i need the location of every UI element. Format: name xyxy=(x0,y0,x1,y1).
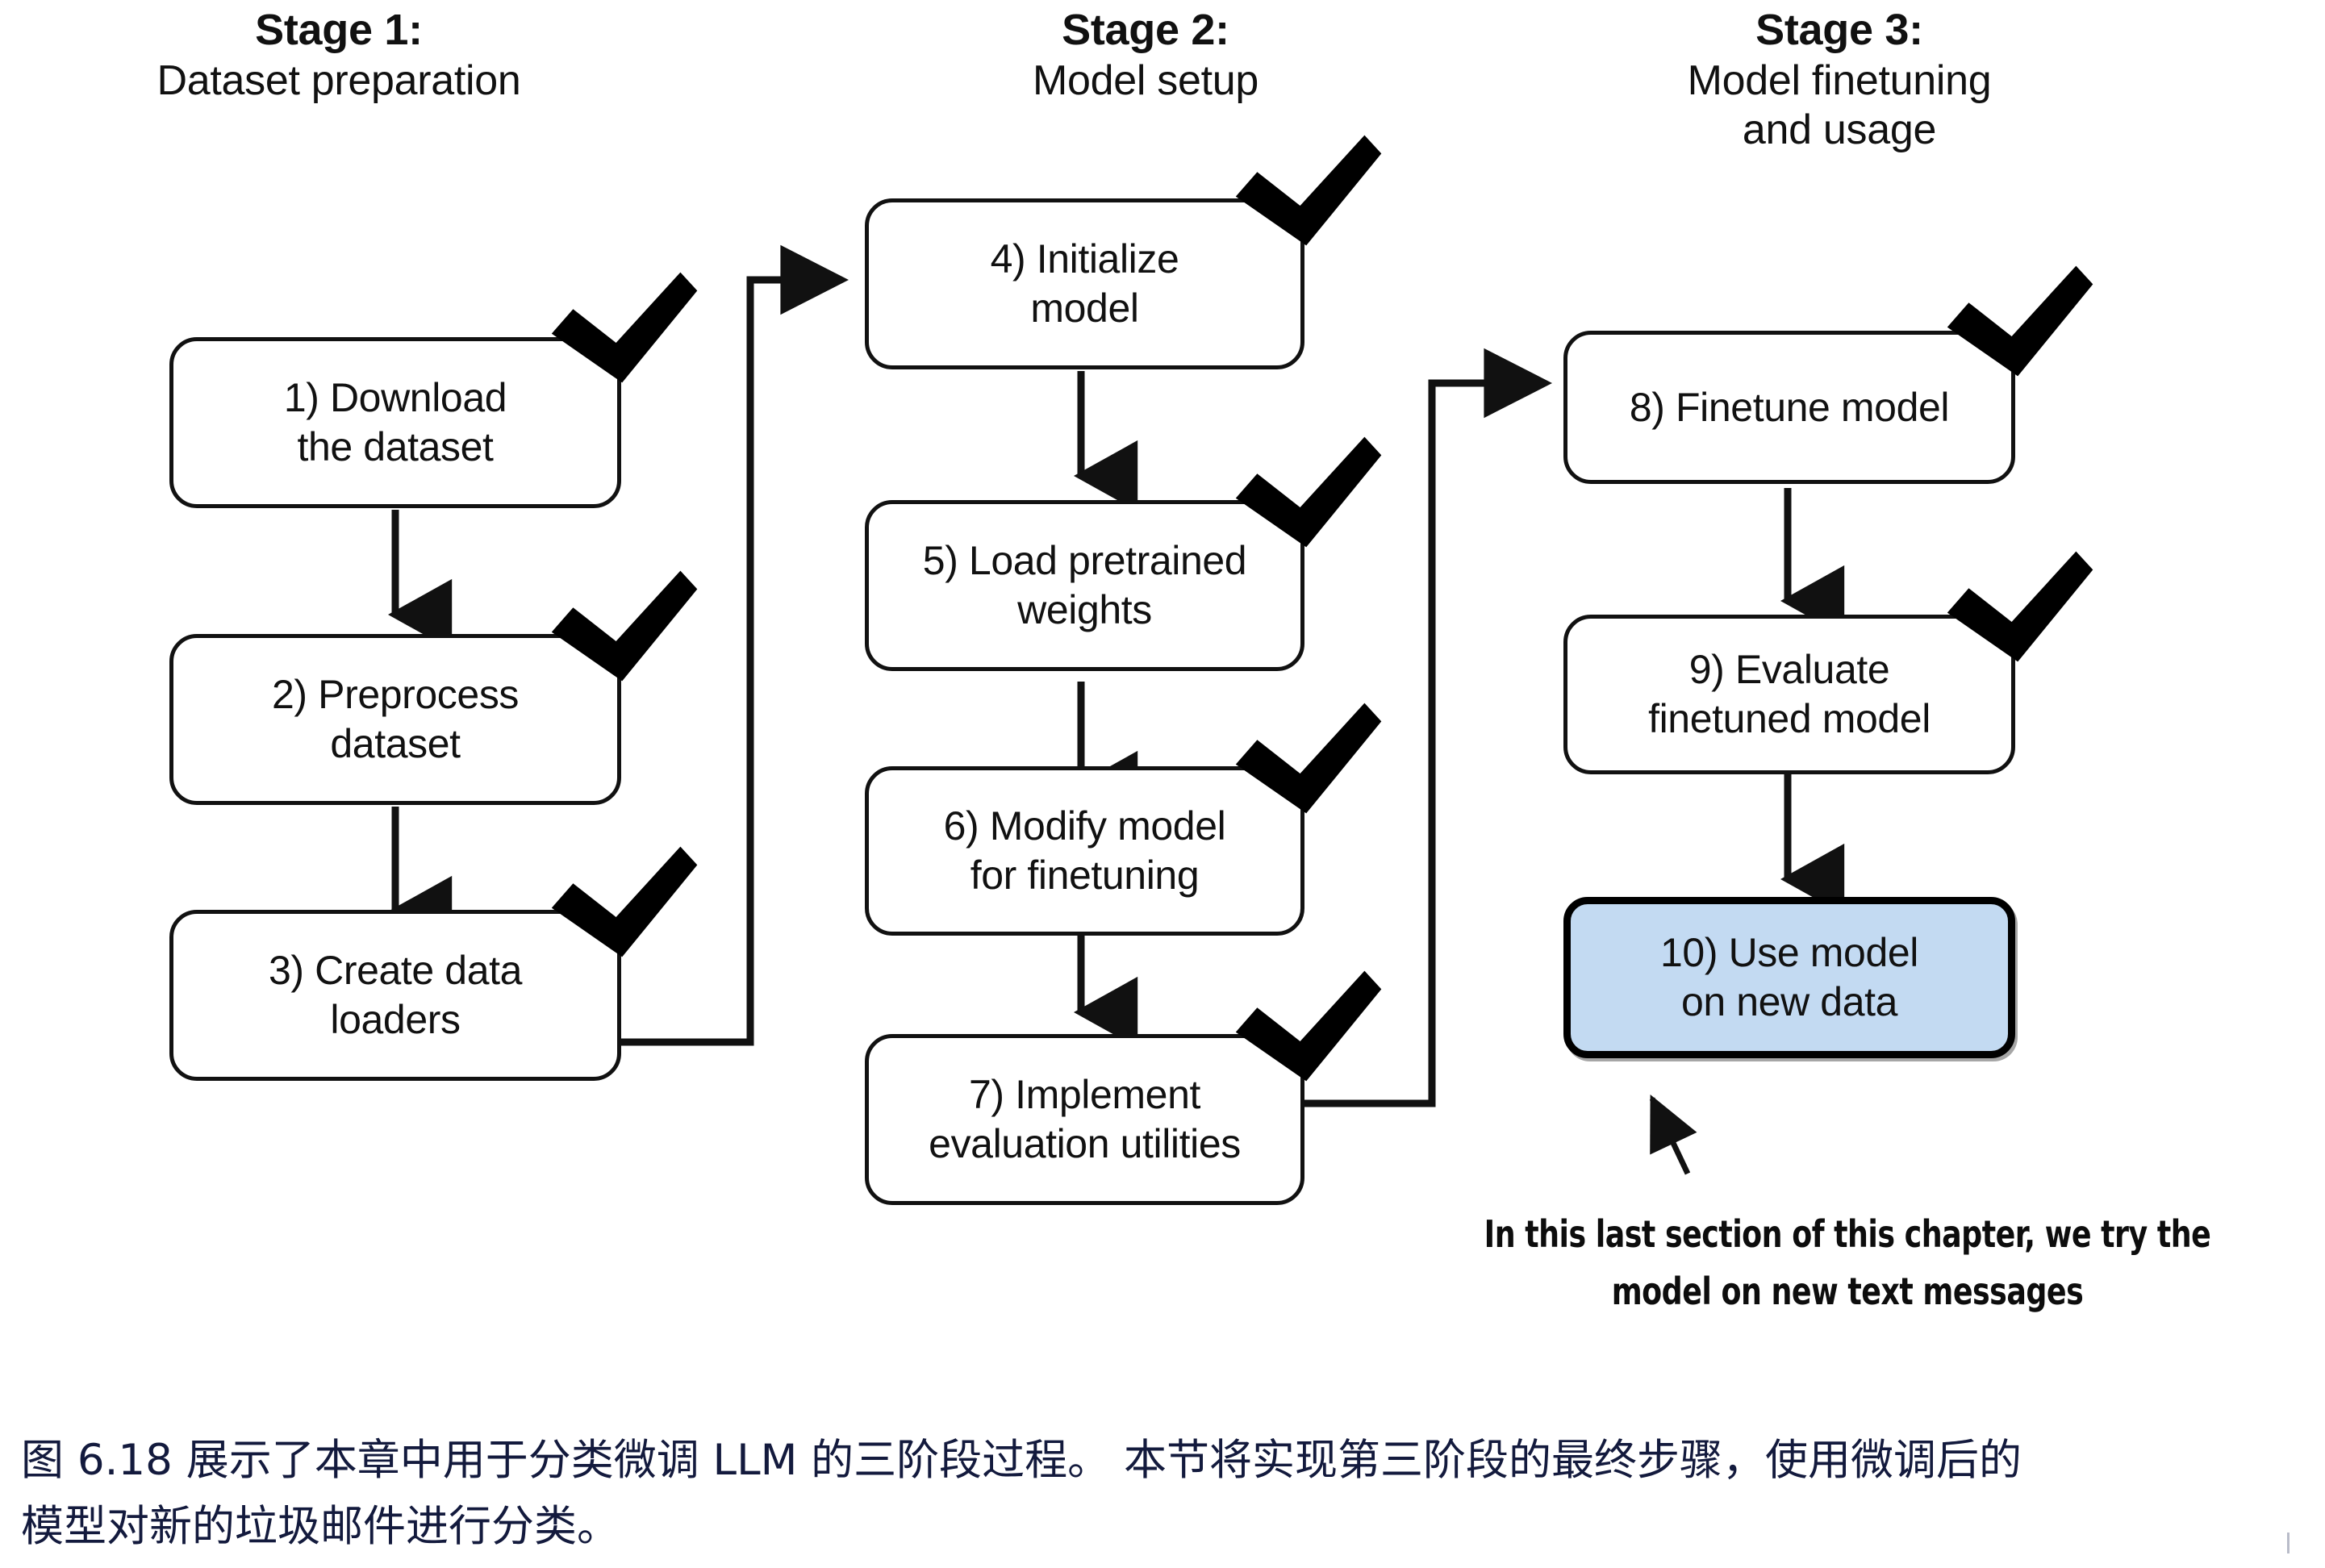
stage-1-title: Stage 1: xyxy=(255,6,423,54)
step-box-1-label: 1) Download the dataset xyxy=(284,373,507,472)
step-box-10-label: 10) Use model on new data xyxy=(1660,928,1918,1027)
step-box-7-line-1: 7) Implement xyxy=(969,1072,1200,1117)
step-box-5-label: 5) Load pretrained weights xyxy=(922,536,1247,635)
step-box-3-line-1: 3) Create data xyxy=(268,948,523,993)
step-box-2[interactable]: 2) Preprocess dataset xyxy=(169,634,621,805)
step-box-9[interactable]: 9) Evaluate finetuned model xyxy=(1563,615,2015,774)
step-box-1-line-2: the dataset xyxy=(297,424,494,469)
stage-1-header: Stage 1: Dataset preparation xyxy=(48,5,629,106)
callout-arrow-icon xyxy=(1649,1094,1697,1175)
step-box-9-line-1: 9) Evaluate xyxy=(1688,647,1890,692)
step-box-6-label: 6) Modify model for finetuning xyxy=(944,802,1226,900)
annotation-callout: In this last section of this chapter, we… xyxy=(1471,1206,2224,1321)
stage-1-subtitle: Dataset preparation xyxy=(157,56,521,104)
step-box-9-line-2: finetuned model xyxy=(1648,696,1931,741)
step-box-4-label: 4) Initialize model xyxy=(991,235,1179,333)
stage-3-subtitle-line-1: Model finetuning xyxy=(1687,56,1992,104)
annotation-line-2: model on new text messages xyxy=(1611,1270,2084,1314)
arrow-right-icon xyxy=(1304,348,1552,1107)
step-box-7[interactable]: 7) Implement evaluation utilities xyxy=(865,1034,1304,1205)
step-box-1[interactable]: 1) Download the dataset xyxy=(169,337,621,508)
stage-2-subtitle: Model setup xyxy=(1033,56,1259,104)
step-box-7-line-2: evaluation utilities xyxy=(929,1121,1241,1166)
step-box-6-line-2: for finetuning xyxy=(970,853,1200,898)
step-box-8-label: 8) Finetune model xyxy=(1629,383,1950,432)
stage-3-title: Stage 3: xyxy=(1755,6,1923,54)
caption-line-2: 模型对新的垃圾邮件进行分类。 xyxy=(21,1502,620,1552)
step-box-8[interactable]: 8) Finetune model xyxy=(1563,331,2015,484)
step-box-6-line-1: 6) Modify model xyxy=(943,803,1226,849)
step-box-5-line-1: 5) Load pretrained xyxy=(922,538,1247,583)
step-box-2-line-2: dataset xyxy=(330,721,461,766)
step-box-6[interactable]: 6) Modify model for finetuning xyxy=(865,766,1304,936)
step-box-9-label: 9) Evaluate finetuned model xyxy=(1648,645,1931,744)
step-box-5-line-2: weights xyxy=(1017,587,1152,632)
step-box-2-label: 2) Preprocess dataset xyxy=(272,670,519,769)
page-margin-tick xyxy=(2287,1533,2290,1553)
step-box-4[interactable]: 4) Initialize model xyxy=(865,198,1304,369)
step-box-4-line-2: model xyxy=(1030,286,1139,331)
annotation-line-1: In this last section of this chapter, we… xyxy=(1484,1212,2211,1256)
step-box-2-line-1: 2) Preprocess xyxy=(271,672,520,717)
step-box-3-label: 3) Create data loaders xyxy=(269,946,522,1045)
step-box-7-label: 7) Implement evaluation utilities xyxy=(929,1070,1241,1169)
step-box-8-line-1: 8) Finetune model xyxy=(1629,384,1950,430)
stage-2-header: Stage 2: Model setup xyxy=(855,5,1436,106)
step-box-3[interactable]: 3) Create data loaders xyxy=(169,910,621,1081)
step-box-1-line-1: 1) Download xyxy=(283,375,507,420)
caption-line-1: 图 6.18 展示了本章中用于分类微调 LLM 的三阶段过程。 本节将实现第三阶… xyxy=(21,1436,2022,1485)
step-box-4-line-1: 4) Initialize xyxy=(990,236,1179,281)
stage-3-header: Stage 3: Model finetuning and usage xyxy=(1533,5,2146,155)
arrow-right-icon xyxy=(620,244,849,1046)
step-box-10-line-1: 10) Use model xyxy=(1660,930,1918,975)
step-box-10-line-2: on new data xyxy=(1680,979,1898,1024)
stage-3-subtitle-line-2: and usage xyxy=(1742,106,1937,154)
step-box-10[interactable]: 10) Use model on new data xyxy=(1563,897,2015,1058)
figure-caption: 图 6.18 展示了本章中用于分类微调 LLM 的三阶段过程。 本节将实现第三阶… xyxy=(21,1428,2312,1560)
stage-2-title: Stage 2: xyxy=(1062,6,1229,54)
step-box-5[interactable]: 5) Load pretrained weights xyxy=(865,500,1304,671)
step-box-3-line-2: loaders xyxy=(330,997,461,1042)
